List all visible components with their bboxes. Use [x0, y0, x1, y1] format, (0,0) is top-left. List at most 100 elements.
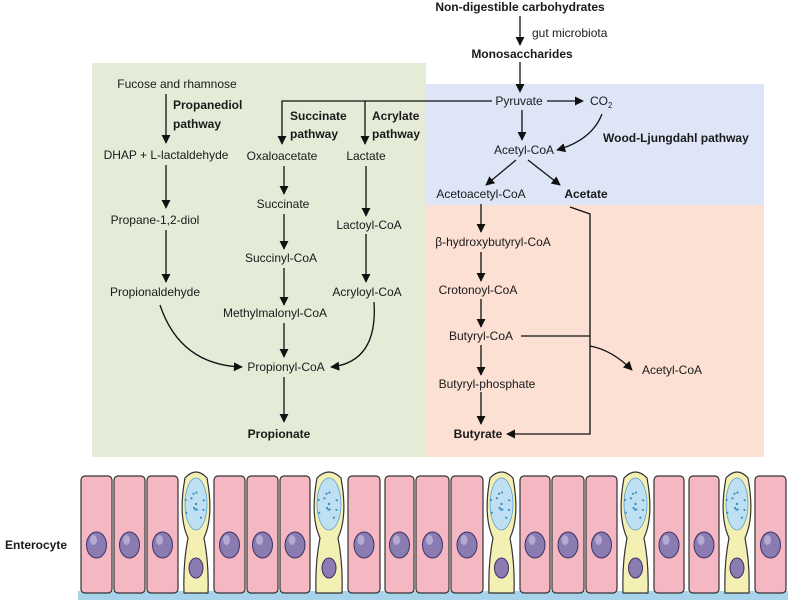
nucleus-highlight — [426, 535, 433, 545]
nucleus-highlight — [460, 535, 468, 545]
label-propane-diol: Propane-1,2-diol — [111, 213, 200, 227]
mucus-dot — [498, 506, 501, 509]
label-acetyl-coa: Acetyl-CoA — [494, 143, 554, 157]
mucus-dot — [192, 492, 195, 495]
label-acryloyl-coa: Acryloyl-CoA — [332, 285, 401, 299]
mucus-dot — [317, 498, 320, 502]
basement-membrane — [78, 591, 788, 600]
mucus-dot — [634, 491, 638, 494]
cell-nucleus — [252, 531, 273, 559]
arrow-co2-to-acetyl-coa — [556, 113, 603, 153]
label-crotonoyl-coa: Crotonoyl-CoA — [439, 283, 518, 297]
cell-nucleus — [86, 531, 107, 559]
epithelium-layer — [78, 471, 788, 600]
cell-nucleus — [658, 531, 680, 559]
mucus-dot — [490, 498, 493, 502]
label-succinate: Succinate — [257, 197, 310, 211]
nucleus-highlight — [357, 535, 365, 545]
cell-nucleus — [591, 531, 612, 559]
goblet-nucleus — [628, 557, 643, 579]
mucus-dot — [631, 492, 635, 495]
label-butyryl-phosphate: Butyryl-phosphate — [439, 377, 536, 391]
arrow-propionaldehyde-to-propionyl-coa — [159, 304, 243, 372]
label-acetyl-coa-out: Acetyl-CoA — [642, 363, 702, 377]
mucus-dot — [733, 492, 736, 495]
cell-nucleus — [422, 531, 443, 559]
mucus-dot — [635, 508, 638, 511]
mucus-dot — [332, 516, 335, 519]
label-succinate-pathway-2: pathway — [290, 127, 338, 141]
labels: Non-digestible carbohydrates gut microbi… — [5, 0, 749, 552]
nucleus-highlight — [256, 535, 263, 545]
mucus-dot — [497, 492, 501, 495]
mucus-dot — [495, 497, 499, 500]
goblet-nucleus — [188, 557, 204, 579]
label-monosaccharides: Monosaccharides — [471, 47, 573, 61]
mucus-dot — [335, 508, 338, 512]
label-fucose-rhamnose: Fucose and rhamnose — [117, 77, 237, 91]
mucus-dot — [641, 508, 645, 512]
mucus-dot — [327, 502, 331, 506]
mucus-dot — [325, 506, 329, 509]
mucus-dot — [190, 497, 193, 500]
mucus-dot — [192, 506, 196, 509]
cell-nucleus — [524, 531, 546, 559]
label-enterocyte: Enterocyte — [5, 538, 67, 552]
label-lactate: Lactate — [346, 149, 386, 163]
label-succinate-pathway-1: Succinate — [290, 109, 347, 123]
mucus-dot — [325, 492, 328, 495]
nucleus-highlight — [764, 535, 771, 545]
cell-nucleus — [760, 531, 781, 559]
label-propionaldehyde: Propionaldehyde — [110, 285, 200, 299]
nucleus-highlight — [662, 535, 670, 545]
mucus-dot — [184, 498, 187, 502]
label-succinyl-coa: Succinyl-CoA — [245, 251, 317, 265]
label-hydroxybutyryl-coa: β-hydroxybutyryl-CoA — [435, 235, 551, 249]
nucleus-highlight — [123, 535, 130, 545]
mucus-dot — [202, 499, 205, 502]
mucus-dot — [740, 516, 743, 519]
mucus-dot — [642, 499, 645, 502]
mucus-dot — [743, 499, 746, 502]
mucus-dot — [736, 491, 739, 494]
nucleus-highlight — [223, 535, 230, 545]
mucus-dot — [328, 491, 331, 494]
label-non-digestible-carbohydrates: Non-digestible carbohydrates — [435, 0, 605, 14]
goblet-nucleus — [321, 557, 337, 579]
mucus-dot — [731, 497, 734, 500]
cell-nucleus — [119, 531, 140, 559]
label-methylmalonyl-coa: Methylmalonyl-CoA — [223, 306, 327, 320]
mucus-dot — [507, 508, 511, 512]
label-acrylate-pathway-1: Acrylate — [372, 109, 420, 123]
cell-nucleus — [353, 531, 375, 559]
butyrate-region — [426, 205, 764, 457]
label-acetate: Acetate — [564, 187, 608, 201]
label-dhap-lactaldehyde: DHAP + L-lactaldehyde — [104, 148, 229, 162]
cell-nucleus — [389, 531, 410, 559]
arrow-pyruvate-to-oxaloacetate — [277, 100, 492, 145]
nucleus-highlight — [528, 535, 536, 545]
mucus-dot — [632, 506, 635, 509]
nucleus-highlight — [561, 535, 569, 545]
goblet-nucleus — [494, 557, 509, 579]
nucleus-highlight — [595, 535, 602, 545]
arrows — [159, 16, 633, 439]
mucus-dot — [629, 497, 633, 500]
mucus-dot — [505, 516, 508, 519]
mucus-dot — [736, 508, 739, 511]
mucus-dot — [733, 506, 737, 509]
cell-nucleus — [693, 531, 715, 559]
label-wood-ljungdahl-pathway: Wood-Ljungdahl pathway — [603, 131, 749, 145]
mucus-dot — [735, 502, 739, 506]
label-acetoacetyl-coa: Acetoacetyl-CoA — [436, 187, 525, 201]
label-propanediol-pathway-2: pathway — [173, 117, 221, 131]
pyruvate-acetate-region — [426, 84, 764, 205]
arrow-acetyl-coa-to-acetate — [527, 159, 561, 186]
mucus-dot — [508, 499, 511, 502]
cell-nucleus — [456, 531, 478, 559]
label-propionyl-coa: Propionyl-CoA — [247, 360, 324, 374]
nucleus-highlight — [156, 535, 163, 545]
mucus-dot — [725, 498, 728, 502]
mucus-dot — [490, 511, 493, 514]
